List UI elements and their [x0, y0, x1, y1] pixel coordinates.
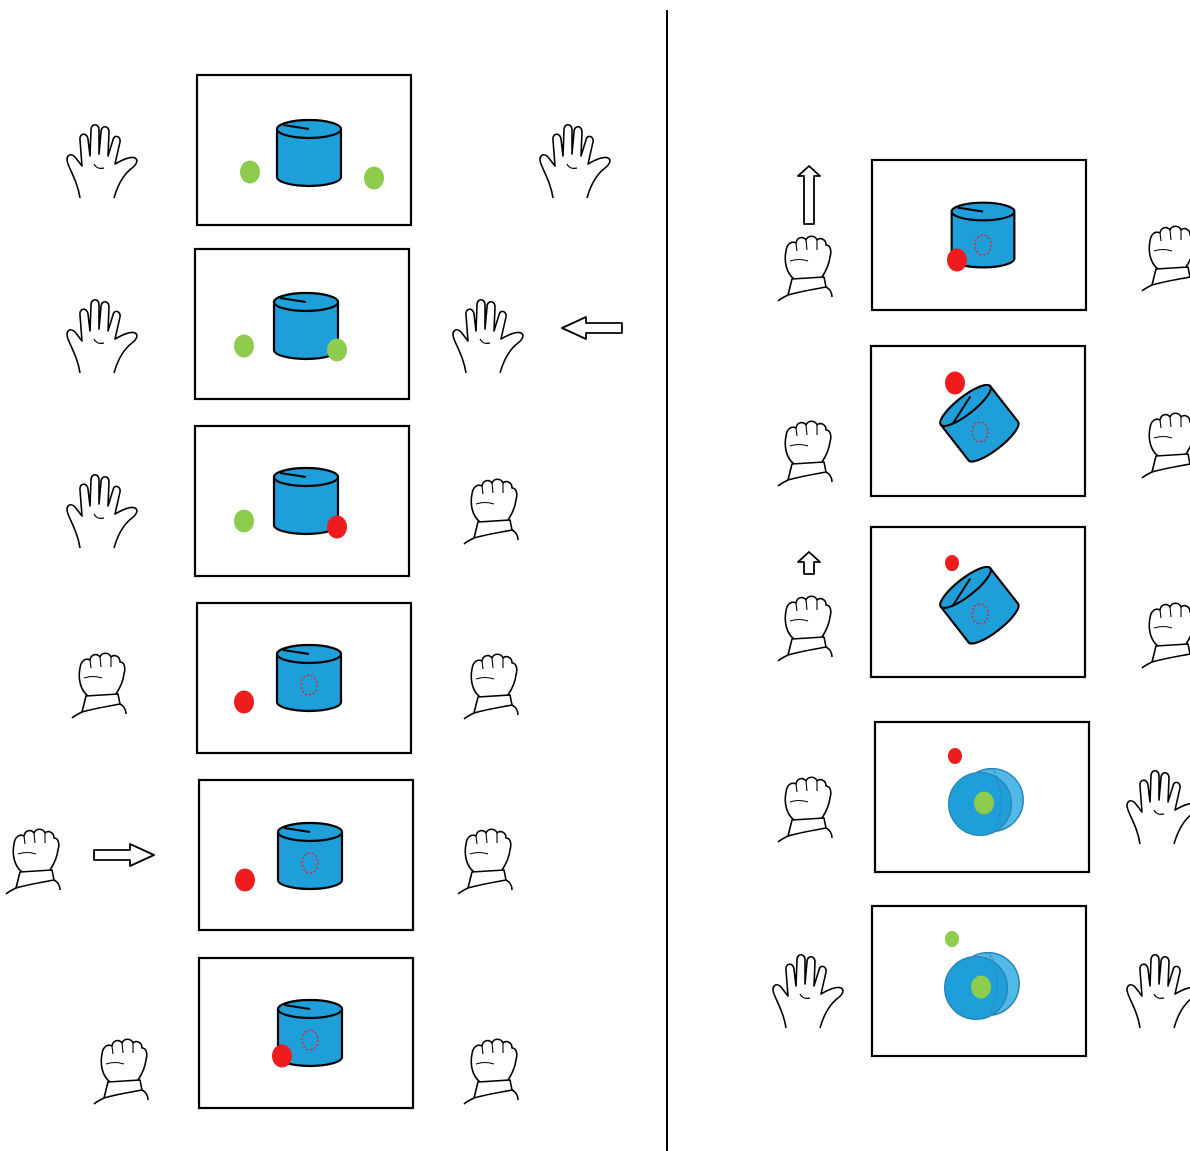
panel-frame [873, 720, 1091, 874]
marker-grip [947, 248, 967, 272]
panel-frame [869, 344, 1087, 498]
marker-grip [945, 371, 965, 395]
fist-icon [1141, 602, 1190, 669]
marker-center [974, 791, 994, 815]
marker-right [327, 515, 347, 539]
marker-grip [272, 1044, 292, 1068]
marker-left [234, 334, 254, 358]
marker-grip [948, 747, 962, 765]
fist-icon [1141, 412, 1190, 479]
marker-top [945, 930, 959, 948]
fist-icon [777, 420, 833, 487]
fist-icon [463, 1038, 519, 1105]
open-hand-icon [1126, 769, 1190, 845]
open-hand-icon [539, 123, 611, 199]
marker-grip [234, 690, 254, 714]
right-step-5 [943, 930, 1020, 1021]
marker-grip [945, 554, 959, 572]
fist-icon [777, 235, 833, 302]
fist-icon [463, 653, 519, 720]
cylinder [275, 643, 343, 713]
right-step-1 [947, 201, 1016, 272]
marker-right [327, 338, 347, 362]
inner-target-ring [301, 852, 319, 874]
left-step-1 [240, 118, 384, 190]
left-step-5 [235, 821, 344, 892]
open-hand-icon [1126, 953, 1190, 1029]
cylinder [275, 118, 343, 188]
fist-icon [777, 595, 833, 662]
left-step-3 [234, 466, 347, 539]
marker-center [971, 975, 991, 999]
right-arrow-icon [93, 843, 155, 867]
left-arrow-icon [561, 316, 623, 340]
fist-icon [777, 776, 833, 843]
marker-left [234, 509, 254, 533]
cylinder [276, 821, 344, 891]
up-arrow-icon [797, 165, 821, 225]
open-hand-icon [66, 123, 138, 199]
open-hand-icon [452, 298, 524, 374]
marker-grip [235, 868, 255, 892]
small-up-arrow-icon [797, 551, 821, 575]
right-step-4 [947, 747, 1024, 837]
left-step-2 [234, 291, 347, 362]
inner-target-ring [971, 603, 989, 625]
inner-target-ring [301, 1029, 319, 1051]
right-step-2 [934, 371, 1025, 469]
right-step-3 [934, 554, 1025, 651]
fist-icon [463, 478, 519, 545]
open-hand-icon [772, 953, 844, 1029]
fist-icon [457, 828, 513, 895]
inner-target-ring [971, 421, 989, 443]
fist-icon [93, 1038, 149, 1105]
inner-target-ring [974, 234, 992, 256]
open-hand-icon [66, 298, 138, 374]
marker-right [364, 166, 384, 190]
marker-left [240, 160, 260, 184]
left-step-6 [272, 998, 344, 1068]
fist-icon [71, 652, 127, 719]
fist-icon [1141, 225, 1190, 292]
left-step-4 [234, 643, 343, 714]
fist-icon [5, 828, 61, 895]
open-hand-icon [66, 473, 138, 549]
inner-target-ring [300, 674, 318, 696]
